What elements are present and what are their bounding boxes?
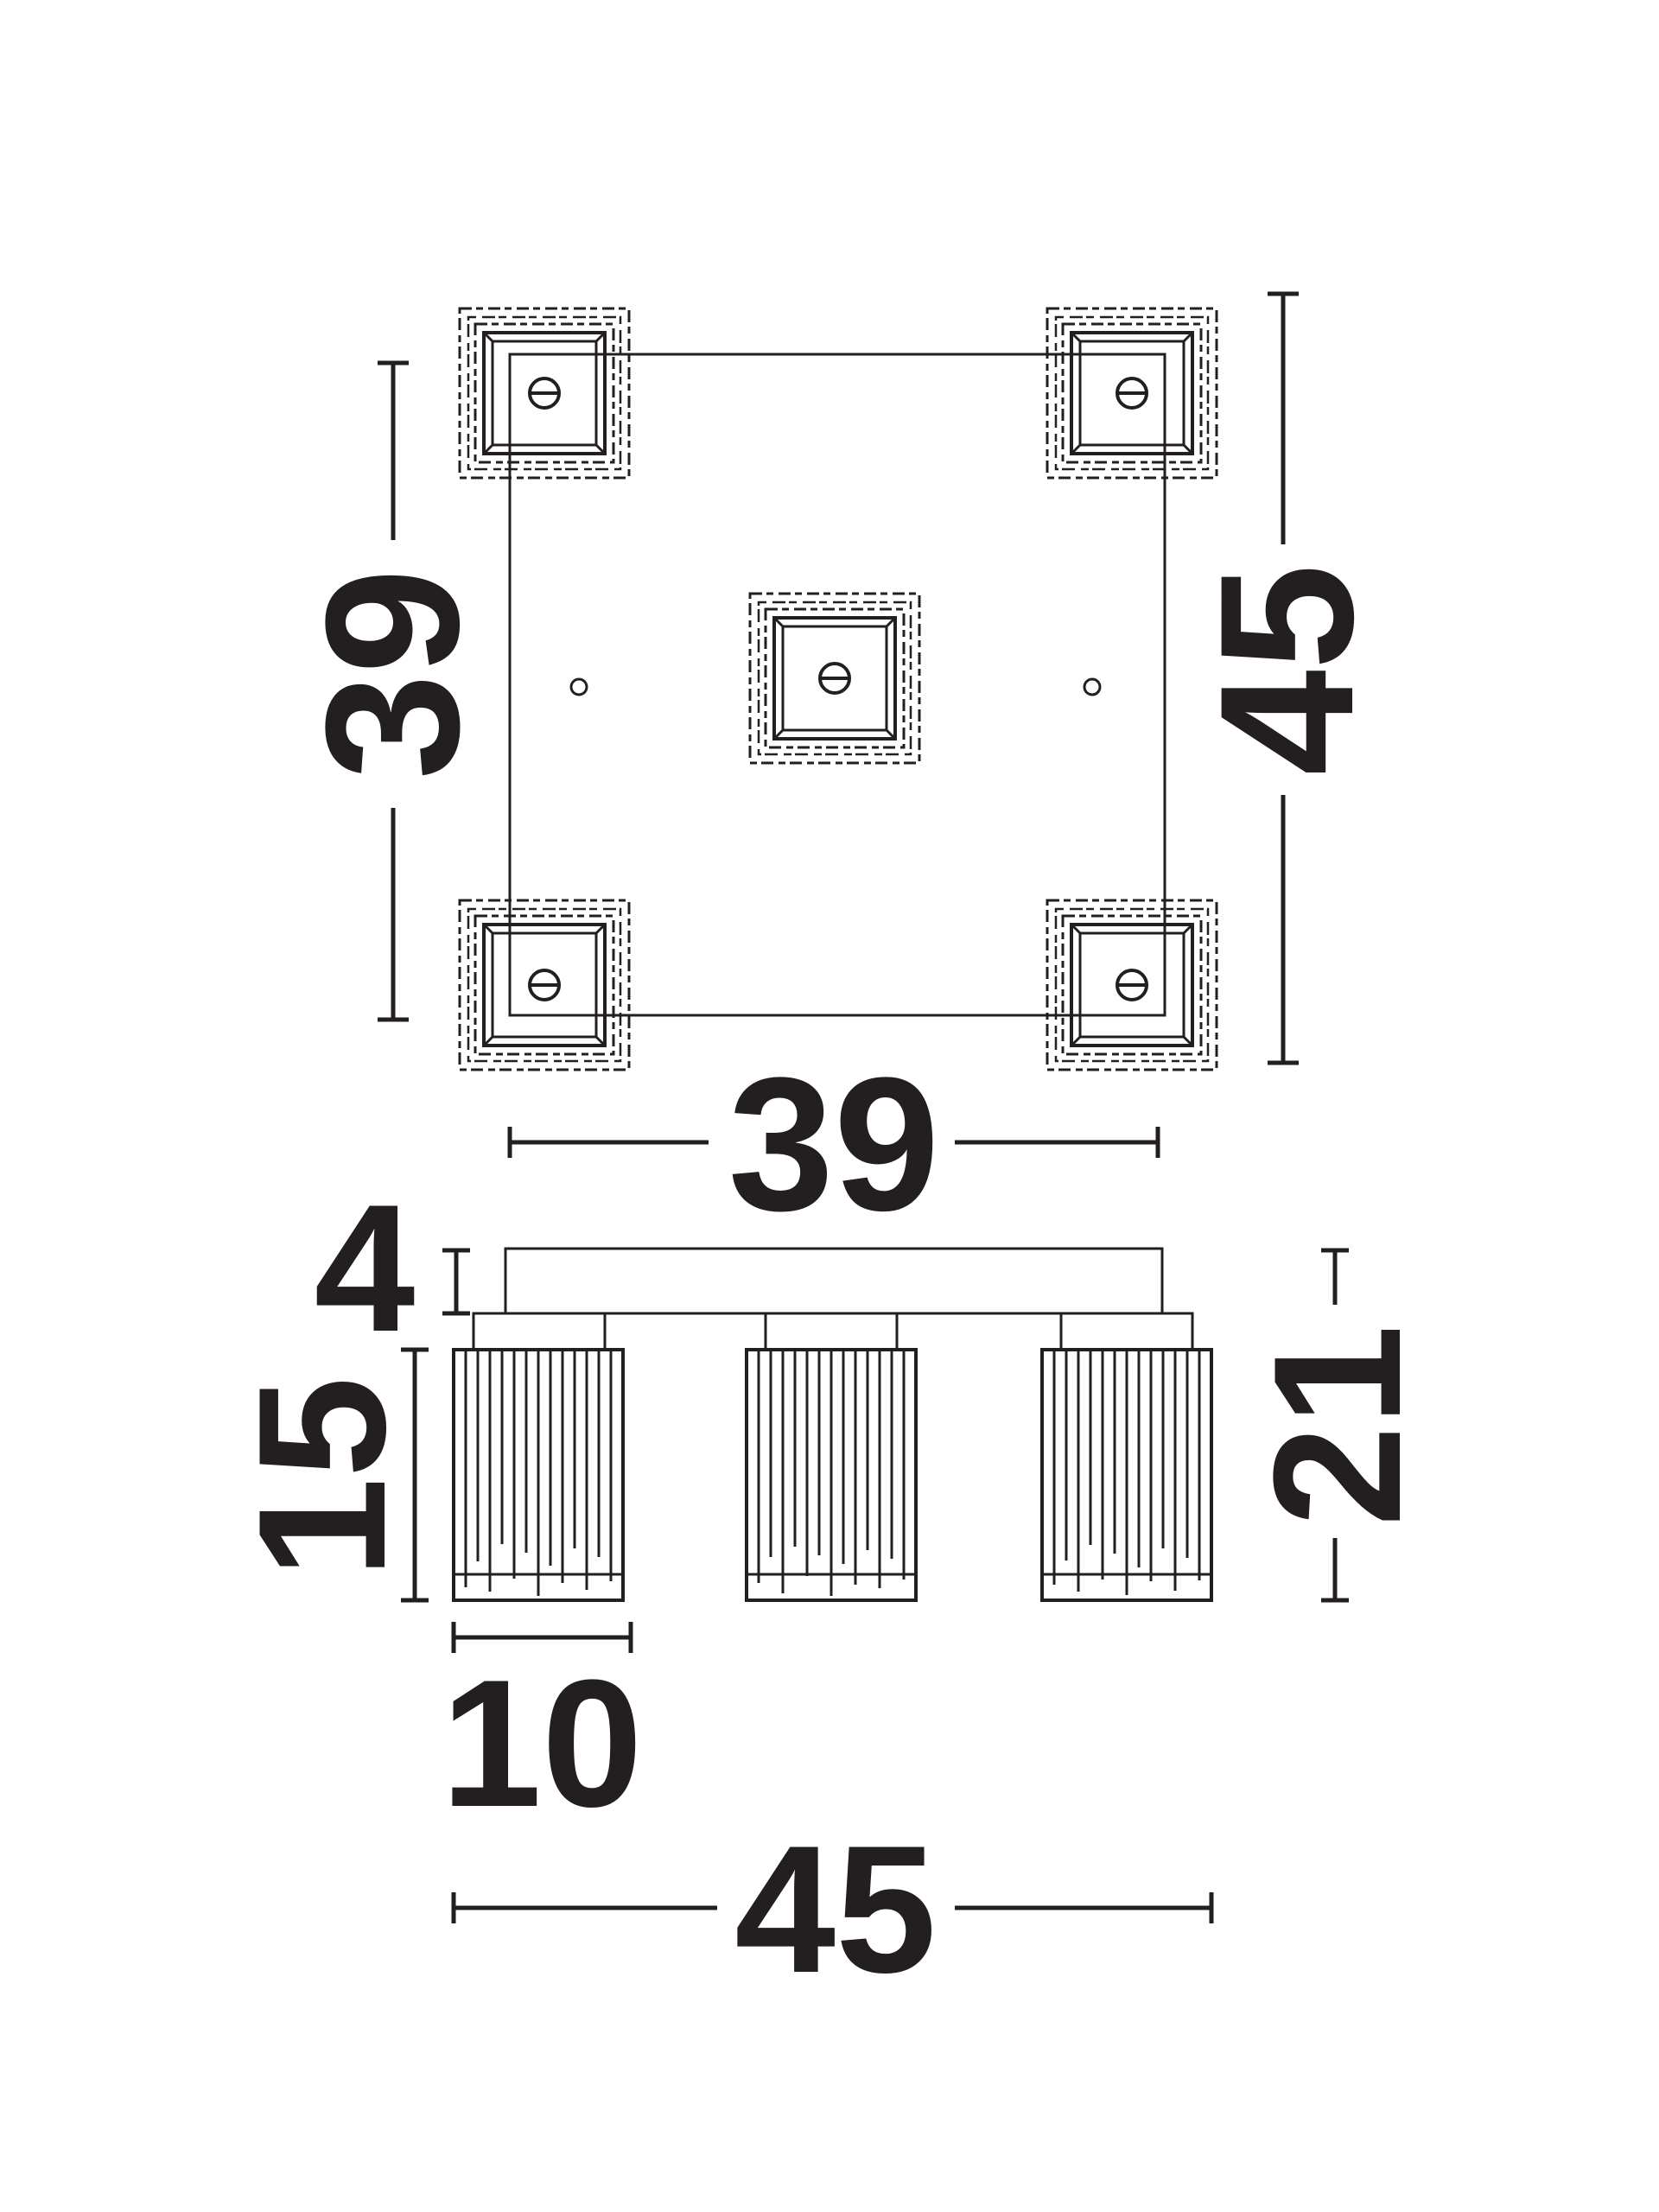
- shade-connector-right: [1059, 1312, 1194, 1351]
- dimension-shade-width: 10: [441, 1622, 643, 1845]
- lamp-head-top-right: [1046, 307, 1218, 480]
- dimension-bottom: 39: [507, 1038, 1160, 1250]
- shade-connector-middle: [764, 1312, 899, 1351]
- screw-icon: [1116, 377, 1148, 410]
- lamp-head-bottom-right: [1046, 899, 1218, 1071]
- dimension-right-label: 45: [1180, 564, 1393, 776]
- screw-icon: [818, 662, 851, 695]
- dimension-bottom-label: 39: [728, 1038, 940, 1250]
- screw-icon: [528, 969, 561, 1001]
- top-view: 39 45 39: [286, 291, 1393, 1250]
- lamp-head-bottom-left: [458, 899, 631, 1071]
- canopy: [504, 1247, 1164, 1315]
- crystal-shade-left: [452, 1348, 625, 1602]
- dimension-total-height-label: 21: [1236, 1325, 1439, 1527]
- side-view: 4 15 21 10 45: [220, 1166, 1439, 2011]
- dimension-shade-height: 15: [220, 1347, 429, 1603]
- lamp-head-top-left: [458, 307, 631, 480]
- dimension-left: 39: [286, 360, 499, 1022]
- base-plate: [508, 353, 1166, 1017]
- mounting-hole-left: [569, 677, 588, 696]
- screw-icon: [528, 377, 561, 410]
- dimension-canopy-label: 4: [315, 1166, 416, 1370]
- dimension-total-width-label: 45: [734, 1808, 937, 2011]
- screw-icon: [1116, 969, 1148, 1001]
- mounting-hole-right: [1083, 677, 1102, 696]
- crystal-shade-middle: [745, 1348, 918, 1602]
- shade-connector-left: [472, 1312, 607, 1351]
- dimension-shade-height-label: 15: [220, 1376, 423, 1579]
- dimension-left-label: 39: [286, 569, 499, 780]
- dimension-right: 45: [1180, 291, 1393, 1065]
- dimension-canopy: 4: [315, 1166, 470, 1370]
- dimension-shade-width-label: 10: [441, 1642, 643, 1845]
- crystal-shade-right: [1040, 1348, 1213, 1602]
- dimension-total-height: 21: [1236, 1248, 1439, 1603]
- dimension-total-width: 45: [451, 1808, 1214, 2011]
- lamp-head-center: [748, 592, 921, 765]
